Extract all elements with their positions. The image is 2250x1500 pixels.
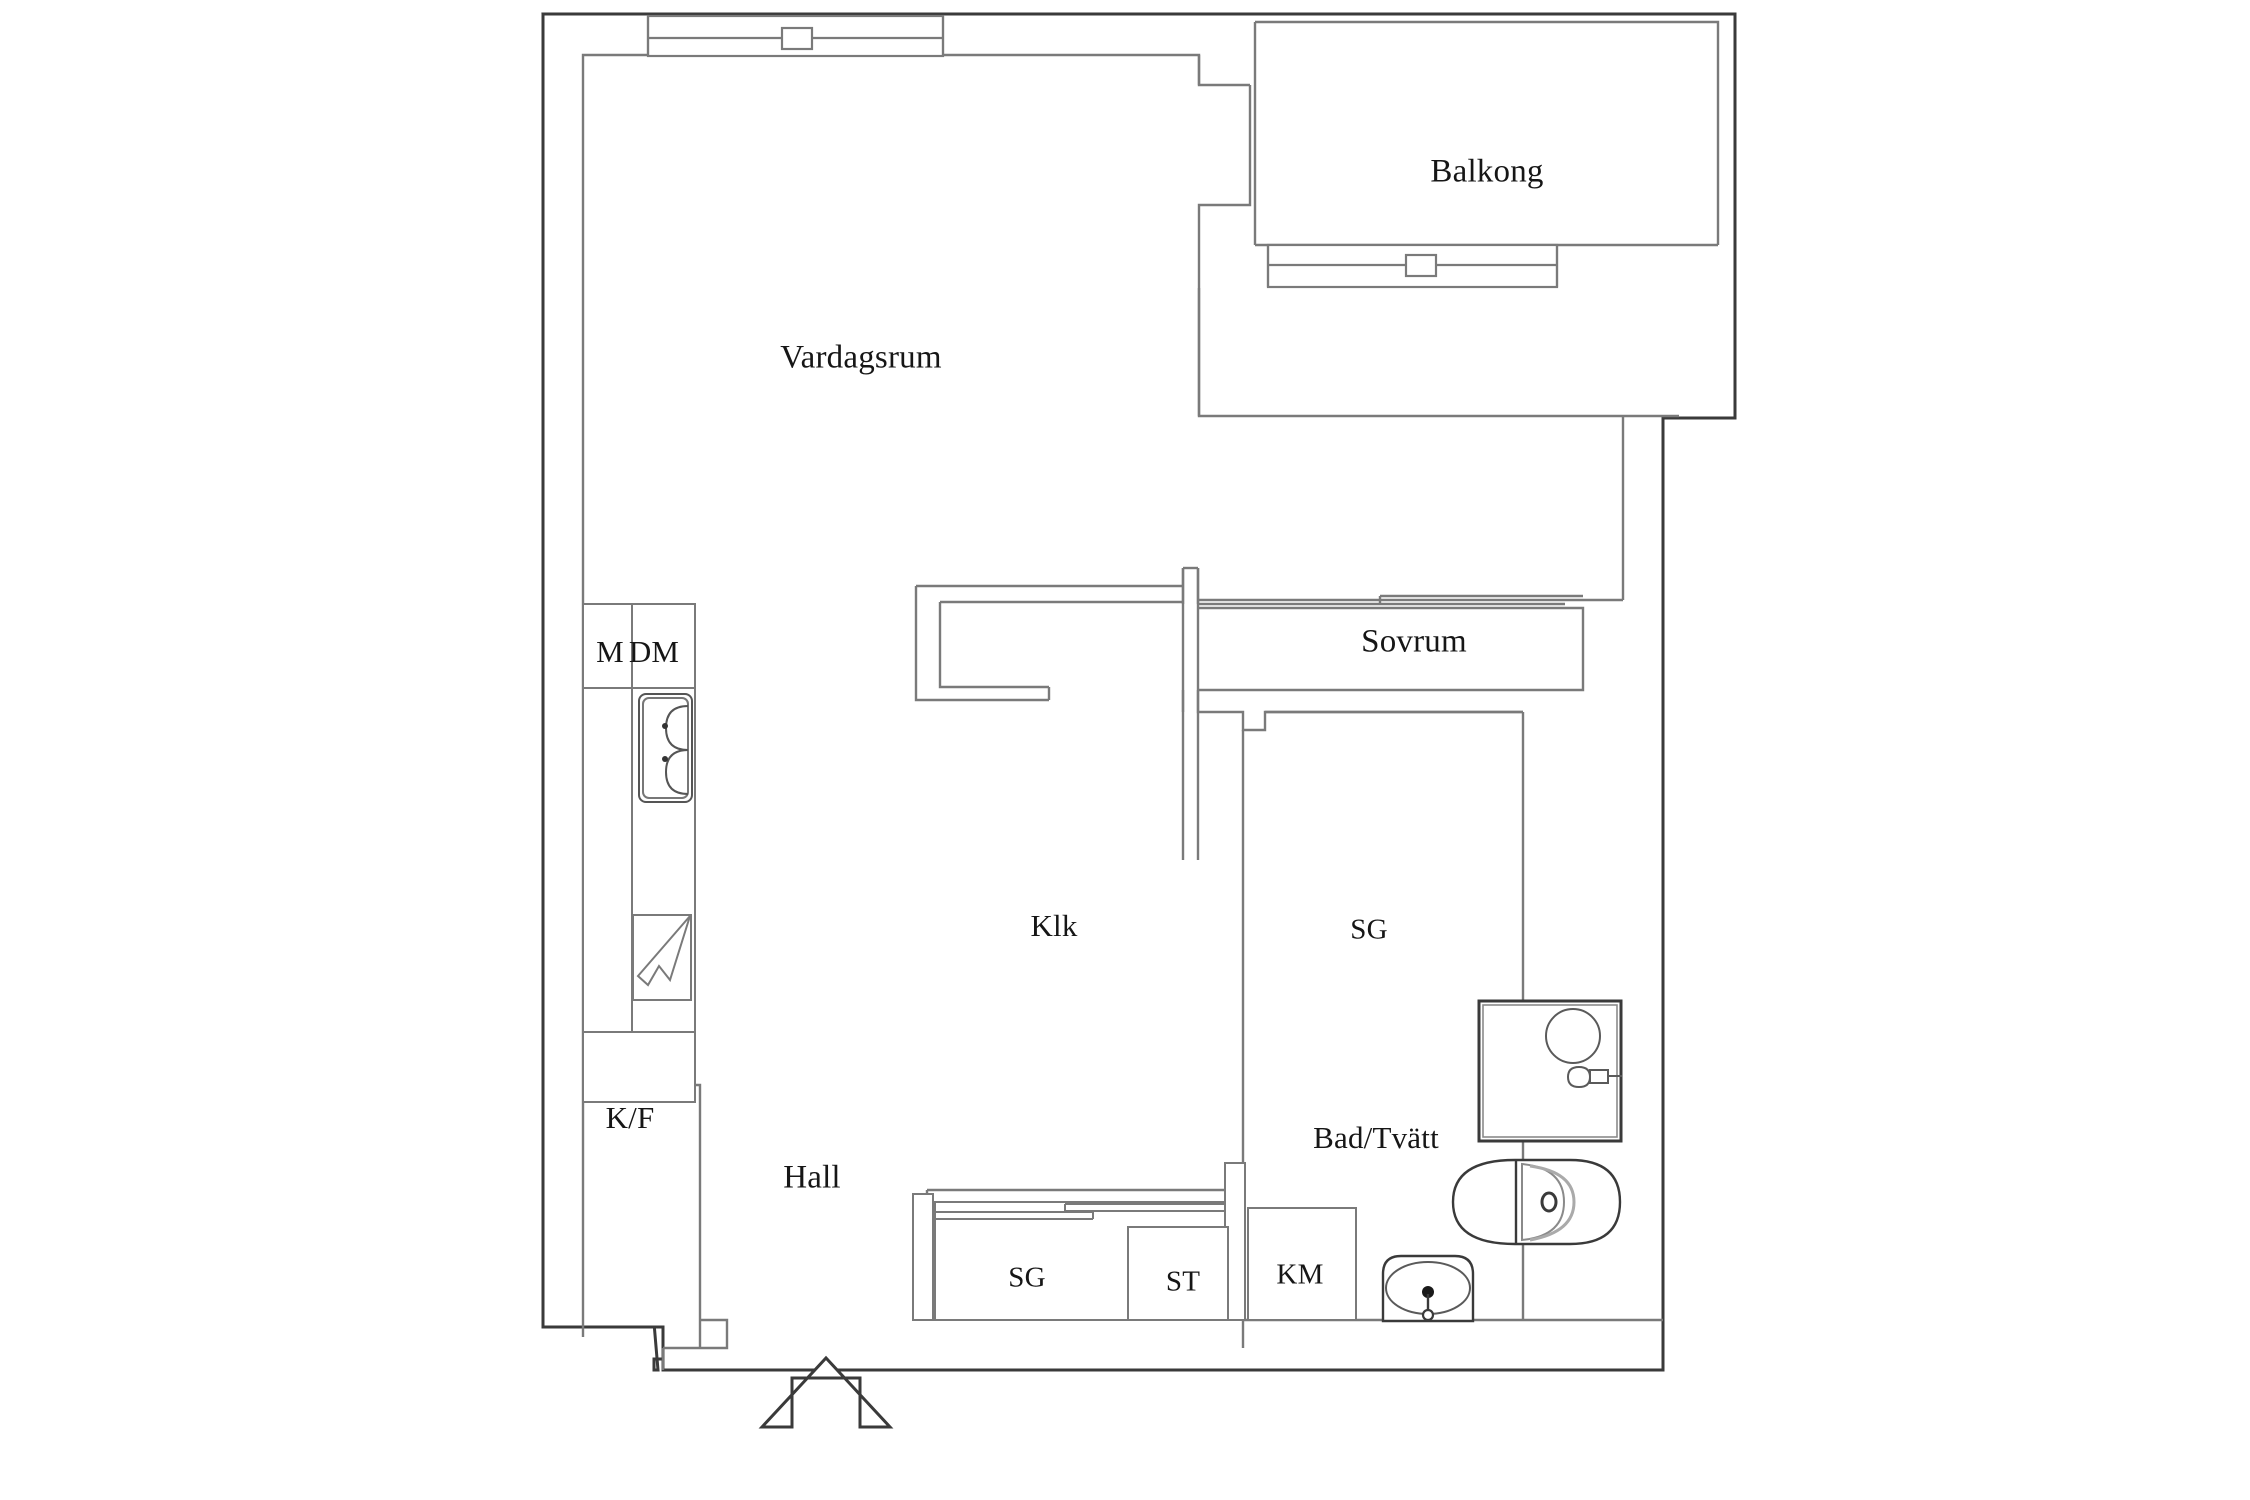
interior-walls [581,20,1720,1370]
washbasin-icon [1381,1254,1475,1323]
kitchen-cabinetry [582,603,696,1103]
room-label-m: M [596,634,624,669]
kitchen-sink-icon [638,693,693,803]
room-label-sovrum: Sovrum [1361,623,1467,660]
room-label-vardagsrum: Vardagsrum [780,339,942,376]
hall-storage-units [912,1162,1357,1321]
toilet-icon [1451,1158,1622,1246]
room-label-dm: DM [628,634,680,669]
room-label-bad-tvatt: Bad/Tvätt [1313,1120,1439,1155]
room-label-st: ST [1165,1265,1201,1298]
room-label-km: KM [1276,1258,1324,1291]
room-label-sg-sovrum: SG [1350,913,1388,946]
room-label-balkong: Balkong [1430,153,1544,190]
room-label-kf: K/F [605,1100,655,1135]
room-label-sg-hall: SG [1008,1261,1046,1294]
room-label-klk: Klk [1030,908,1078,943]
shower-icon [1477,999,1623,1143]
stove-icon [632,914,692,1001]
window-icon [646,14,945,58]
entrance-arrow-icon [758,1355,894,1429]
balcony-door-icon [1266,243,1559,289]
room-label-hall: Hall [783,1159,841,1196]
